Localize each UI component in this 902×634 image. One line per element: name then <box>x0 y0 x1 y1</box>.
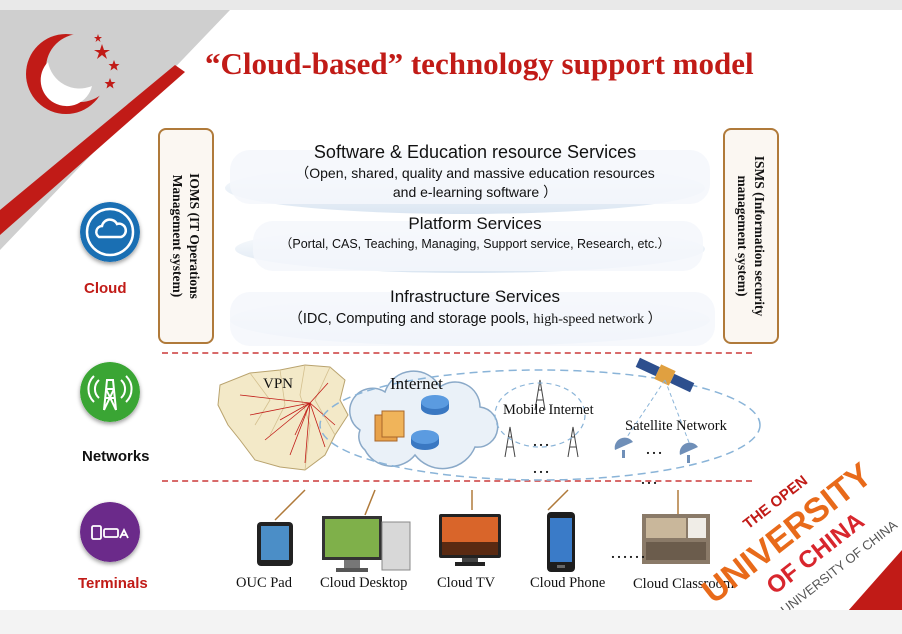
platform-title: Platform Services <box>408 214 542 233</box>
slide: “Cloud-based” technology support model I… <box>0 10 902 610</box>
infrastructure-title: Infrastructure Services <box>389 287 561 306</box>
mobile-internet-label: Mobile Internet <box>503 402 594 418</box>
ioms-line2: Management system) <box>170 174 185 298</box>
vpn-label: VPN <box>263 376 294 392</box>
cloud-classroom-label: Cloud Classroom <box>633 576 735 592</box>
cloud-bands <box>225 150 715 346</box>
internet-label: Internet <box>390 374 443 393</box>
cloud-tv-label: Cloud TV <box>437 575 496 591</box>
platform-layer: Platform Services （Portal, CAS, Teaching… <box>230 213 720 253</box>
ouc-watermark-logo: THE OPEN UNIVERSITY OF CHINA UNIVERSITY … <box>700 455 902 610</box>
separator-bottom <box>162 480 752 482</box>
software-title: Software & Education resource Services <box>313 142 637 162</box>
tv-icon <box>439 514 501 566</box>
desktop-icon <box>322 516 411 572</box>
university-logo <box>26 34 120 114</box>
footer-band <box>0 610 902 634</box>
isms-box: ISMS (Information security management sy… <box>723 128 779 344</box>
isms-line1: ISMS (Information security <box>752 155 767 317</box>
software-desc1: （Open, shared, quality and massive educa… <box>295 165 655 181</box>
cloud-icon <box>80 202 140 262</box>
cloud-label: Cloud <box>84 280 127 297</box>
mobile-ellipsis: … <box>532 430 550 450</box>
devices-icon <box>80 502 140 562</box>
tablet-icon <box>257 522 293 566</box>
infrastructure-desc: （IDC, Computing and storage pools, <box>288 311 530 327</box>
ioms-box: IOMS (IT Operations Management system) <box>158 128 214 344</box>
infrastructure-layer: Infrastructure Services （IDC, Computing … <box>230 285 720 330</box>
cloud-desktop-label: Cloud Desktop <box>320 575 408 591</box>
infrastructure-desc-tail: high-speed network ） <box>533 312 662 327</box>
satellite-ellipsis: … <box>645 438 663 458</box>
terminals-label: Terminals <box>78 575 148 592</box>
software-desc2: and e-learning software ） <box>392 184 558 200</box>
platform-desc: （Portal, CAS, Teaching, Managing, Suppor… <box>279 237 671 251</box>
satellite-label: Satellite Network <box>625 418 727 434</box>
terminal-ellipsis: …… <box>610 542 646 562</box>
network-diagram <box>217 357 761 481</box>
software-layer: Software & Education resource Services （… <box>230 140 720 202</box>
classroom-icon <box>642 514 710 564</box>
separator-top <box>162 352 752 354</box>
satellite-ellipsis-2: … <box>640 468 658 488</box>
ouc-pad-label: OUC Pad <box>236 575 292 591</box>
ioms-line1: IOMS (IT Operations <box>187 173 202 299</box>
page-title: “Cloud-based” technology support model <box>205 46 754 81</box>
tower-icon <box>80 362 140 422</box>
isms-line2: management system) <box>735 175 750 297</box>
networks-label: Networks <box>82 448 150 465</box>
network-ellipsis: … <box>532 457 550 477</box>
phone-icon <box>547 512 575 572</box>
cloud-phone-label: Cloud Phone <box>530 575 606 591</box>
terminal-connectors <box>274 489 679 521</box>
